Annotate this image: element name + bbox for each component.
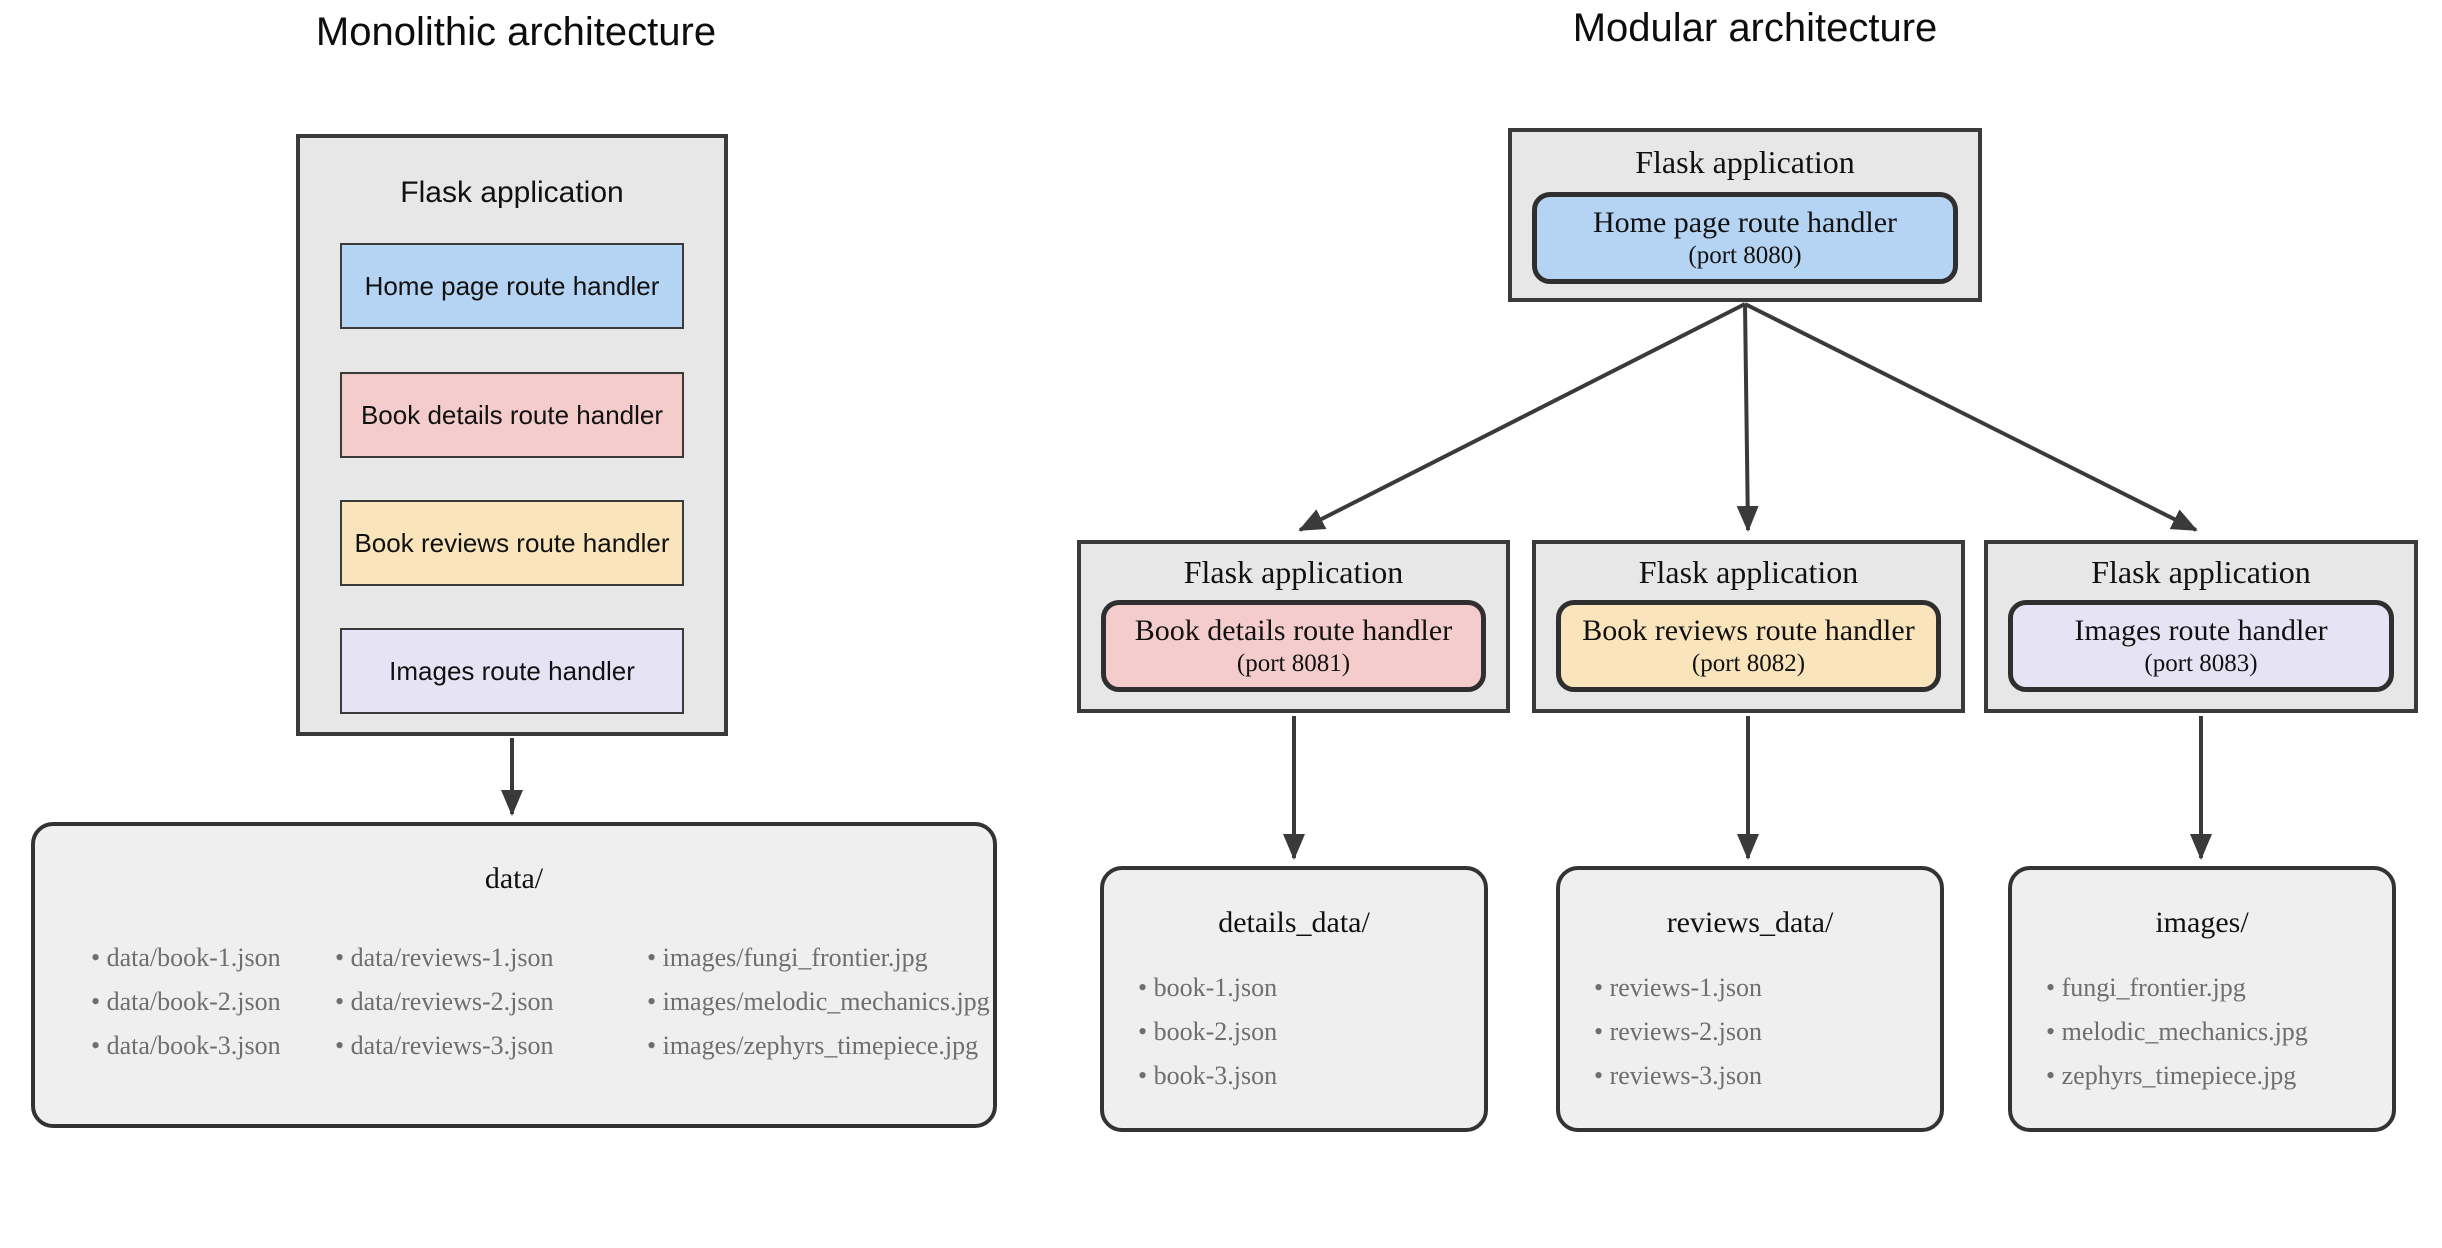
handler-images-label: Images route handler <box>389 655 635 686</box>
file-item: zephyrs_timepiece.jpg <box>2046 1054 2308 1098</box>
reviews-data-store-box: reviews_data/ reviews-1.json reviews-2.j… <box>1556 866 1944 1132</box>
service-book-reviews-handler-port: (port 8082) <box>1691 650 1806 677</box>
file-item: book-1.json <box>1138 966 1278 1010</box>
details-data-store-title: details_data/ <box>1218 906 1370 939</box>
handler-book-details-service: Book details route handler (port 8081) <box>1101 600 1486 692</box>
handler-home-page: Home page route handler <box>340 243 684 329</box>
handler-book-details-label: Book details route handler <box>360 399 664 430</box>
handler-book-reviews: Book reviews route handler <box>340 500 684 586</box>
file-item: data/reviews-3.json <box>335 1024 554 1068</box>
monolithic-data-store-box: data/ data/book-1.json data/book-2.json … <box>31 822 997 1128</box>
service-book-reviews-handler-label: Book reviews route handler <box>1582 614 1915 647</box>
service-images-app-title: Flask application <box>2091 554 2311 590</box>
handler-home-page-label: Home page route handler <box>364 270 660 301</box>
service-book-details-app-box: Flask application Book details route han… <box>1077 540 1510 713</box>
service-book-reviews-app-title: Flask application <box>1638 554 1859 590</box>
images-data-store-box: images/ fungi_frontier.jpg melodic_mecha… <box>2008 866 2396 1132</box>
file-item: data/reviews-2.json <box>335 980 554 1024</box>
file-item: data/book-1.json <box>91 936 281 980</box>
monolithic-flask-app-box: Flask application Home page route handle… <box>296 134 728 736</box>
gateway-handler-port: (port 8080) <box>1688 242 1802 269</box>
service-images-app-box: Flask application Images route handler (… <box>1984 540 2418 713</box>
service-images-handler-port: (port 8083) <box>2144 650 2258 677</box>
reviews-data-file-list: reviews-1.json reviews-2.json reviews-3.… <box>1594 966 1762 1098</box>
arrow-gateway-to-reviews <box>1736 303 1759 532</box>
images-data-file-list: fungi_frontier.jpg melodic_mechanics.jpg… <box>2046 966 2308 1098</box>
images-data-store-title: images/ <box>2155 906 2249 939</box>
details-data-file-list: book-1.json book-2.json book-3.json <box>1138 966 1278 1098</box>
file-item: images/fungi_frontier.jpg <box>647 936 990 980</box>
handler-book-reviews-label: Book reviews route handler <box>354 527 670 558</box>
file-item: data/book-3.json <box>91 1024 281 1068</box>
handler-book-reviews-service: Book reviews route handler (port 8082) <box>1556 600 1941 692</box>
file-item: book-3.json <box>1138 1054 1278 1098</box>
data-store-column-images: images/fungi_frontier.jpg images/melodic… <box>647 936 990 1068</box>
handler-images: Images route handler <box>340 628 684 714</box>
file-item: melodic_mechanics.jpg <box>2046 1010 2308 1054</box>
details-data-store-box: details_data/ book-1.json book-2.json bo… <box>1100 866 1488 1132</box>
data-store-column-books: data/book-1.json data/book-2.json data/b… <box>91 936 281 1068</box>
service-images-handler-label: Images route handler <box>2074 614 2328 647</box>
modular-gateway-app-box: Flask application Home page route handle… <box>1508 128 1982 302</box>
handler-book-details: Book details route handler <box>340 372 684 458</box>
handler-home-page-service: Home page route handler (port 8080) <box>1532 192 1958 284</box>
file-item: data/book-2.json <box>91 980 281 1024</box>
file-item: book-2.json <box>1138 1010 1278 1054</box>
service-book-details-app-title: Flask application <box>1183 554 1404 590</box>
file-item: reviews-3.json <box>1594 1054 1762 1098</box>
file-item: reviews-1.json <box>1594 966 1762 1010</box>
modular-title: Modular architecture <box>1572 6 1938 50</box>
monolithic-data-store-title: data/ <box>484 862 544 895</box>
file-item: reviews-2.json <box>1594 1010 1762 1054</box>
service-book-details-handler-port: (port 8081) <box>1236 650 1351 677</box>
monolithic-title: Monolithic architecture <box>315 10 717 54</box>
gateway-handler-label: Home page route handler <box>1592 206 1898 239</box>
file-item: images/melodic_mechanics.jpg <box>647 980 990 1024</box>
gateway-app-title: Flask application <box>1635 144 1855 180</box>
arrow-gateway-to-details <box>1298 302 1746 532</box>
service-book-details-handler-label: Book details route handler <box>1134 614 1453 647</box>
data-store-column-reviews: data/reviews-1.json data/reviews-2.json … <box>335 936 554 1068</box>
reviews-data-store-title: reviews_data/ <box>1666 906 1834 939</box>
file-item: data/reviews-1.json <box>335 936 554 980</box>
monolithic-app-title: Flask application <box>400 176 624 209</box>
arrow-gateway-to-images <box>1744 302 2198 532</box>
handler-images-service: Images route handler (port 8083) <box>2008 600 2394 692</box>
file-item: fungi_frontier.jpg <box>2046 966 2308 1010</box>
service-book-reviews-app-box: Flask application Book reviews route han… <box>1532 540 1965 713</box>
file-item: images/zephyrs_timepiece.jpg <box>647 1024 990 1068</box>
